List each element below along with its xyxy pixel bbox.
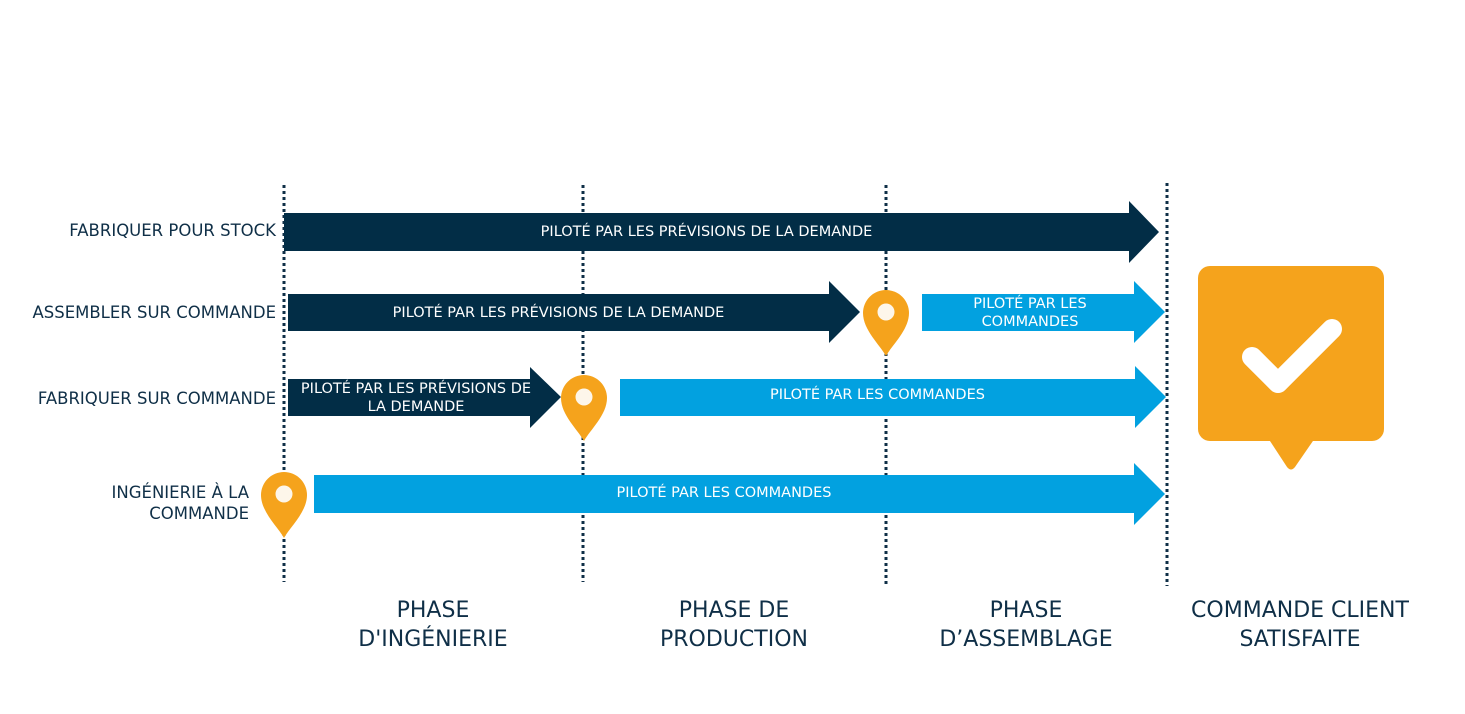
arrow-assemble-to-order-orders: [922, 281, 1165, 343]
row-label-assemble-to-order: ASSEMBLER SUR COMMANDE: [32, 303, 276, 322]
arrow-make-to-stock-forecast: [284, 201, 1159, 263]
arrow-text-make-to-order-orders: PILOTÉ PAR LES COMMANDES: [770, 386, 985, 403]
location-pin-icon: [261, 472, 307, 538]
phase-label-order-fulfilled: COMMANDE CLIENT SATISFAITE: [1191, 598, 1409, 652]
location-pin-icon: [561, 375, 607, 441]
arrow-text-assemble-to-order-forecast: PILOTÉ PAR LES PRÉVISIONS DE LA DEMANDE: [392, 304, 725, 321]
phase-label-engineering: PHASE D'INGÉNIERIE: [358, 598, 508, 652]
location-pin-icon: [863, 290, 909, 356]
row-label-engineer-to-order: INGÉNIERIE À LA COMMANDE: [111, 483, 249, 523]
row-label-make-to-stock: FABRIQUER POUR STOCK: [69, 221, 276, 240]
phase-label-production: PHASE DE PRODUCTION: [660, 598, 808, 652]
decoupling-pins: [261, 290, 909, 538]
arrow-make-to-order-forecast: [288, 367, 561, 428]
arrow-make-to-order-orders: [620, 366, 1166, 428]
arrow-text-make-to-stock-forecast: PILOTÉ PAR LES PRÉVISIONS DE LA DEMANDE: [540, 224, 873, 240]
arrow-text-assemble-to-order-orders: PILOTÉ PAR LES COMMANDES: [973, 295, 1087, 330]
checkmark-speech-bubble-icon: [1198, 266, 1384, 470]
phase-label-assembly: PHASE D’ASSEMBLAGE: [939, 598, 1113, 652]
arrow-engineer-to-order-orders: [314, 463, 1165, 525]
arrow-text-make-to-order-forecast: PILOTÉ PAR LES PRÉVISIONS DE LA DEMANDE: [300, 380, 532, 415]
arrows: [284, 201, 1166, 525]
row-label-make-to-order: FABRIQUER SUR COMMANDE: [37, 389, 276, 408]
arrow-text-engineer-to-order-orders: PILOTÉ PAR LES COMMANDES: [616, 484, 832, 501]
checkmark-icon: [1242, 319, 1342, 393]
arrow-assemble-to-order-forecast: [288, 281, 860, 343]
